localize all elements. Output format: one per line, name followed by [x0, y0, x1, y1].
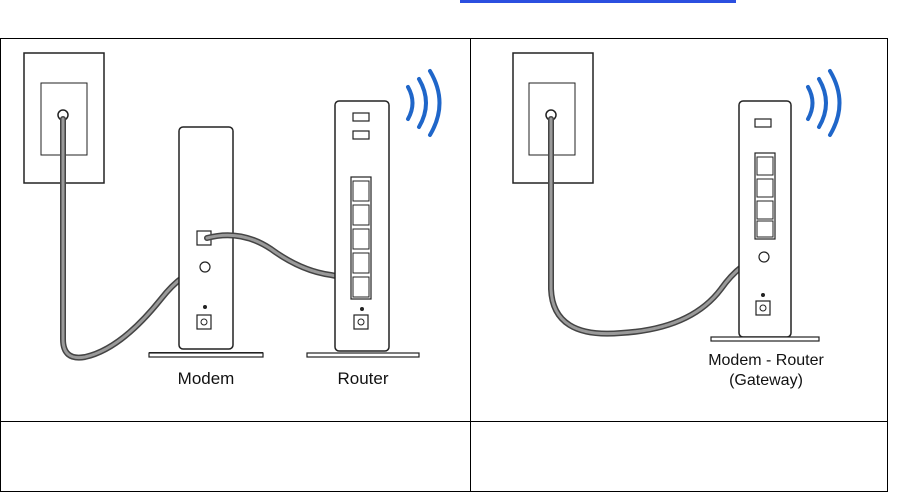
hyperlink-underline[interactable] — [460, 0, 736, 3]
bottom-right-cell — [481, 431, 881, 487]
wifi-icon — [808, 71, 840, 135]
modem-label: Modem — [178, 369, 235, 388]
instruction-table: Modem Router — [0, 38, 888, 492]
modem-device — [149, 127, 263, 357]
gateway-illustration: Modem - Router (Gateway) — [471, 39, 889, 421]
modem-router-illustration: Modem Router — [1, 39, 470, 421]
gateway-device — [711, 101, 819, 341]
wifi-icon — [408, 71, 440, 135]
router-device — [307, 101, 419, 357]
bottom-left-cell — [11, 431, 461, 487]
router-label: Router — [337, 369, 388, 388]
gateway-label-line1: Modem - Router — [708, 352, 824, 369]
row-divider — [1, 421, 887, 422]
gateway-label-line2: (Gateway) — [729, 372, 803, 389]
